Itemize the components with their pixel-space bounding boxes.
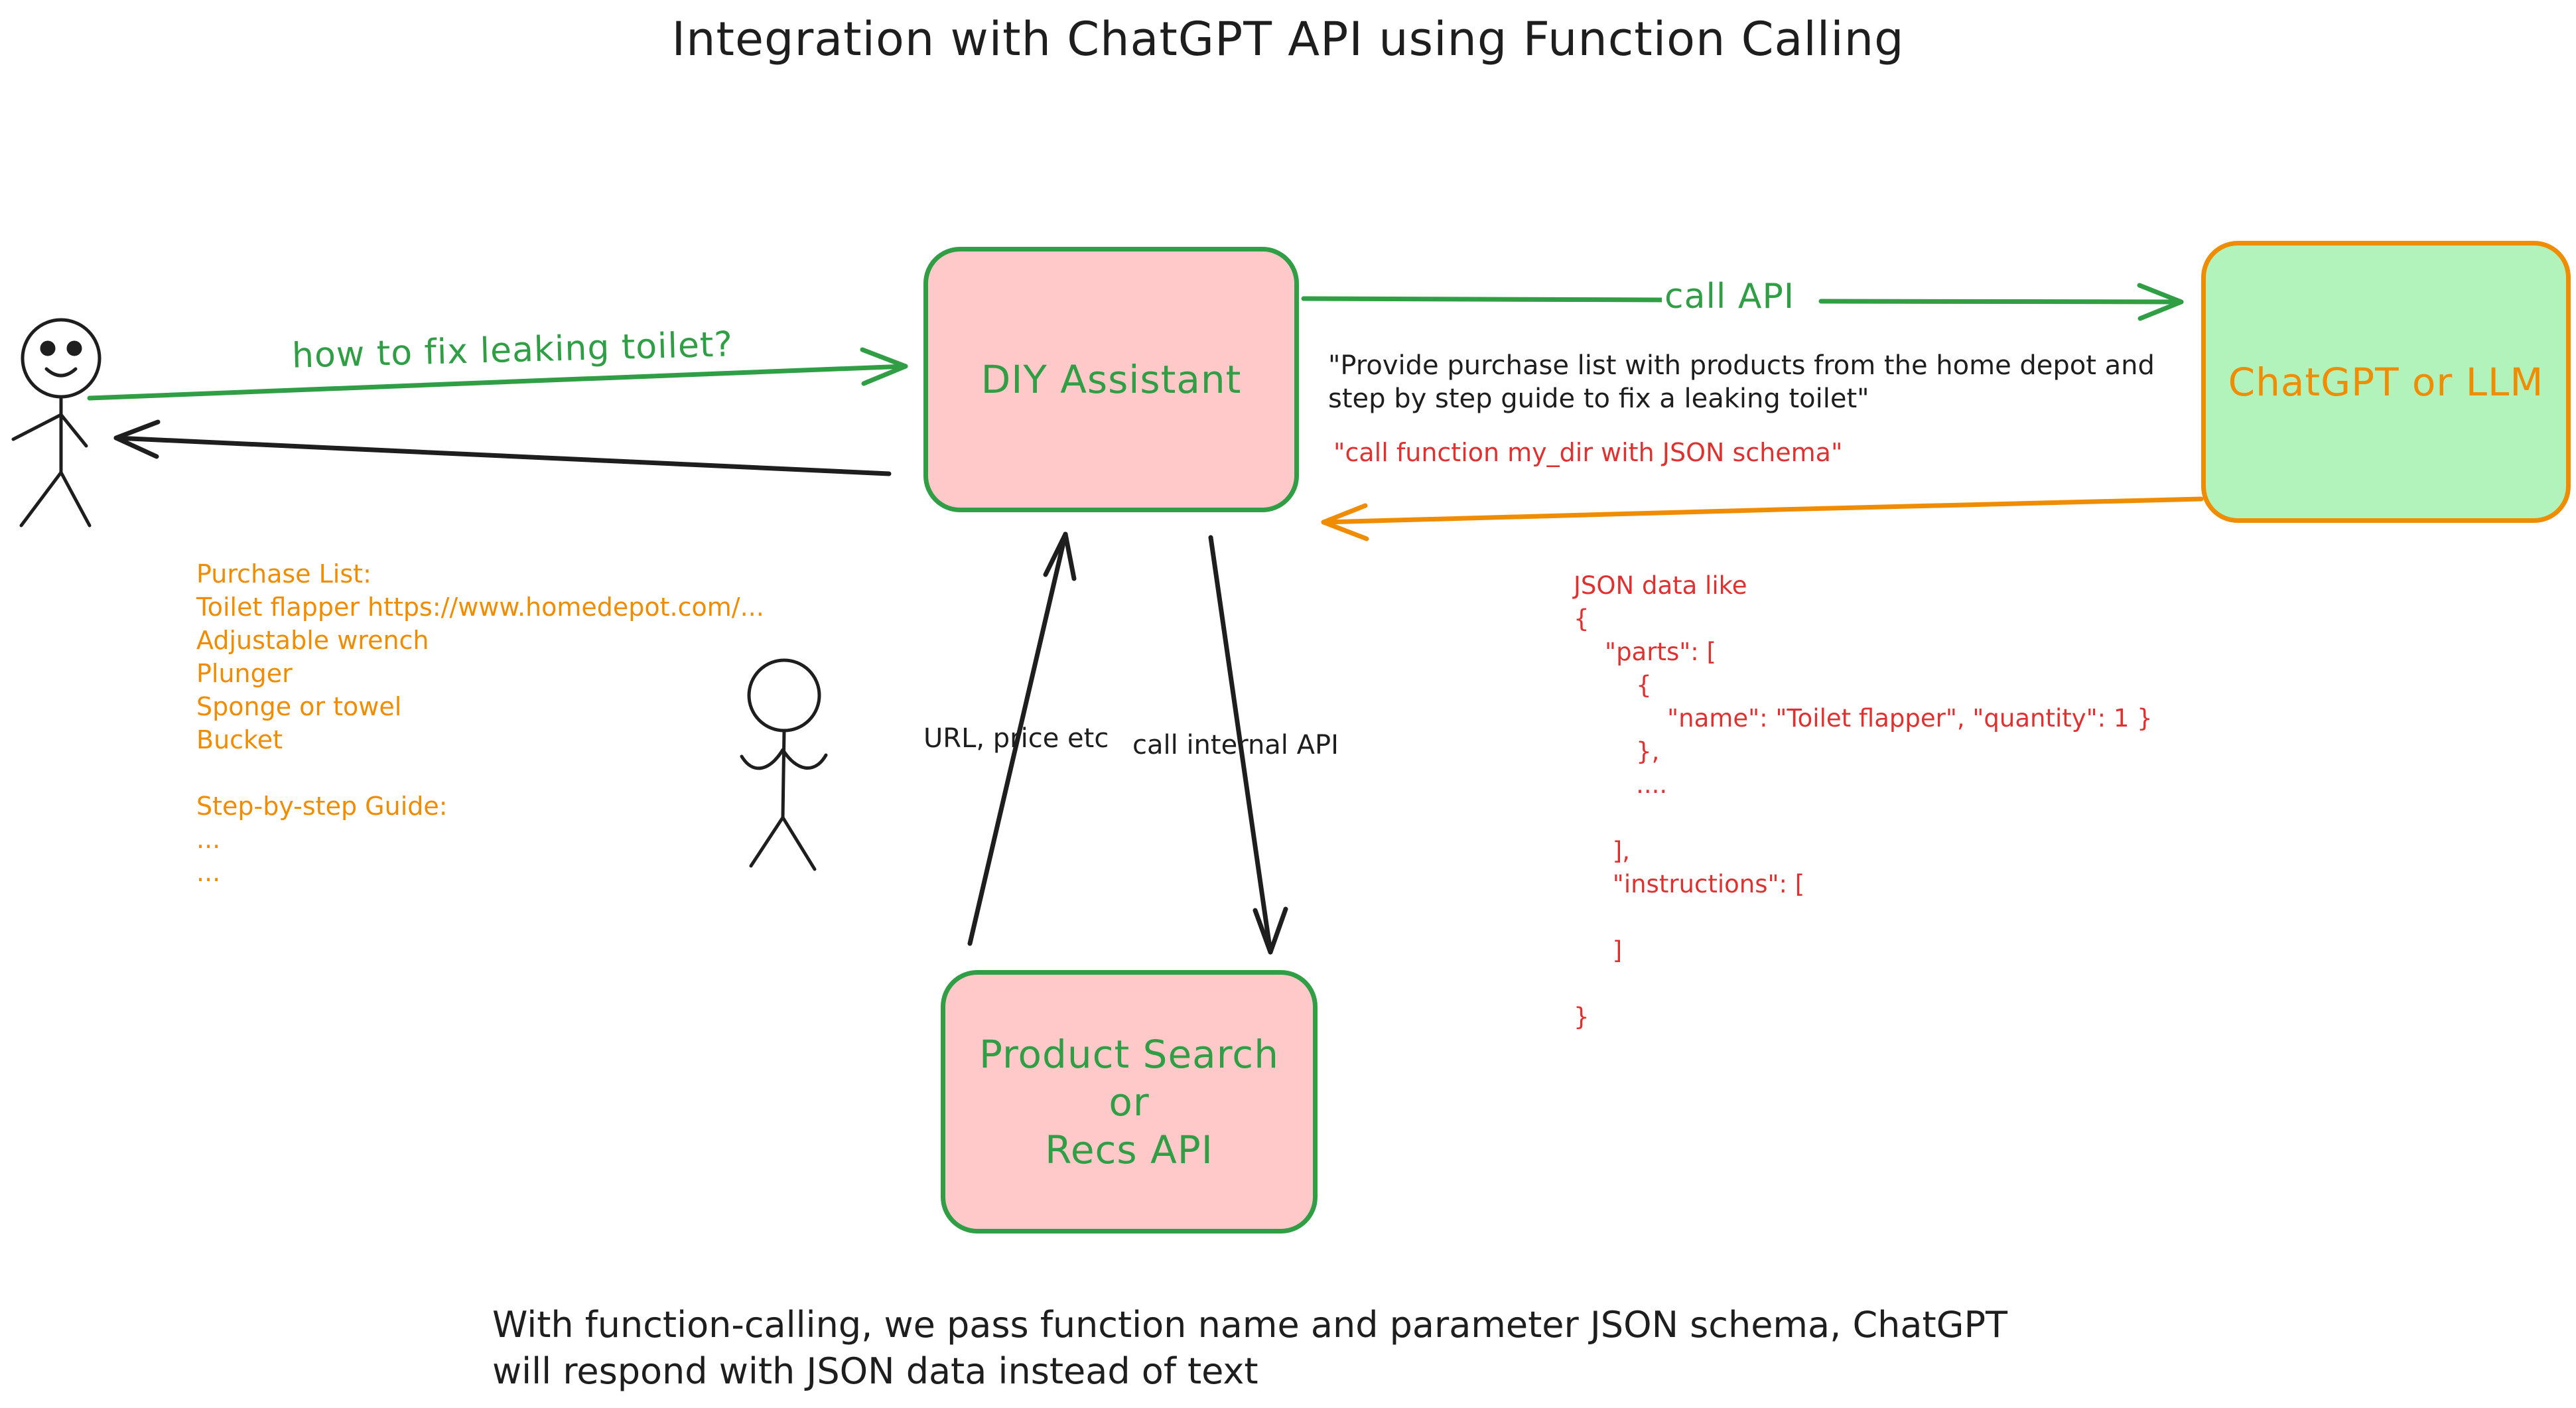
purchase-list-line: Bucket xyxy=(196,725,283,754)
product-search-node: Product Search or Recs API xyxy=(941,970,1318,1233)
json-line: JSON data like xyxy=(1574,571,1747,600)
purchase-list-line: ... xyxy=(196,858,221,887)
json-line xyxy=(1574,802,2153,835)
purchase-list-line: Purchase List: xyxy=(196,559,372,589)
shrugging-stick-figure xyxy=(740,658,828,871)
json-line: ] xyxy=(1574,936,1623,965)
json-line: } xyxy=(1574,1003,1590,1031)
prompt-line2: step by step guide to fix a leaking toil… xyxy=(1328,384,1869,414)
json-line: "parts": [ xyxy=(1574,638,1716,666)
footer-line2: will respond with JSON data instead of t… xyxy=(492,1350,1258,1392)
purchase-list-line: Sponge or towel xyxy=(196,692,402,721)
arrow-llm-to-diy xyxy=(1321,496,2204,541)
url-price-label: URL, price etc xyxy=(923,723,1109,754)
arrow-diy-to-search xyxy=(1208,535,1288,955)
json-line: "name": "Toilet flapper", "quantity": 1 … xyxy=(1574,704,2153,733)
json-line: "instructions": [ xyxy=(1574,870,1805,898)
product-search-label-line2: Recs API xyxy=(1045,1127,1213,1172)
function-call-note: "call function my_dir with JSON schema" xyxy=(1333,438,1843,467)
call-internal-api-label: call internal API xyxy=(1132,730,1339,760)
json-line: }, xyxy=(1574,737,1660,766)
json-example: JSON data like { "parts": [ { "name": "T… xyxy=(1574,569,2153,1034)
user-stick-figure xyxy=(11,318,102,528)
json-line: .... xyxy=(1574,770,1668,799)
purchase-list-line: Adjustable wrench xyxy=(196,626,429,655)
diy-assistant-label: DIY Assistant xyxy=(981,357,1242,402)
arrow-diy-to-user xyxy=(113,419,892,476)
purchase-list-line xyxy=(196,756,764,790)
json-line: { xyxy=(1574,671,1652,699)
purchase-list-line: Step-by-step Guide: xyxy=(196,792,448,821)
json-line: { xyxy=(1574,604,1590,633)
arrow-search-to-diy xyxy=(967,531,1077,946)
diagram-title: Integration with ChatGPT API using Funct… xyxy=(671,12,1905,66)
arrow-diy-to-llm xyxy=(1301,283,2184,321)
json-line xyxy=(1574,901,2153,934)
purchase-list-line: Plunger xyxy=(196,659,293,688)
prompt-line1: "Provide purchase list with products fro… xyxy=(1328,350,2155,381)
json-line: ], xyxy=(1574,837,1631,865)
llm-label: ChatGPT or LLM xyxy=(2228,359,2544,405)
call-api-label: call API xyxy=(1662,277,1798,317)
product-search-label-line1: Product Search or xyxy=(979,1031,1279,1125)
footer-line1: With function-calling, we pass function … xyxy=(492,1304,2008,1346)
purchase-list-line: Toilet flapper https://www.homedepot.com… xyxy=(196,593,764,622)
arrow-user-to-diy xyxy=(87,347,908,401)
purchase-list: Purchase List: Toilet flapper https://ww… xyxy=(196,557,764,889)
json-line xyxy=(1574,967,2153,1001)
diy-assistant-node: DIY Assistant xyxy=(923,247,1299,512)
purchase-list-line: ... xyxy=(196,825,221,854)
footer-note: With function-calling, we pass function … xyxy=(492,1302,2217,1395)
llm-node: ChatGPT or LLM xyxy=(2201,241,2571,523)
